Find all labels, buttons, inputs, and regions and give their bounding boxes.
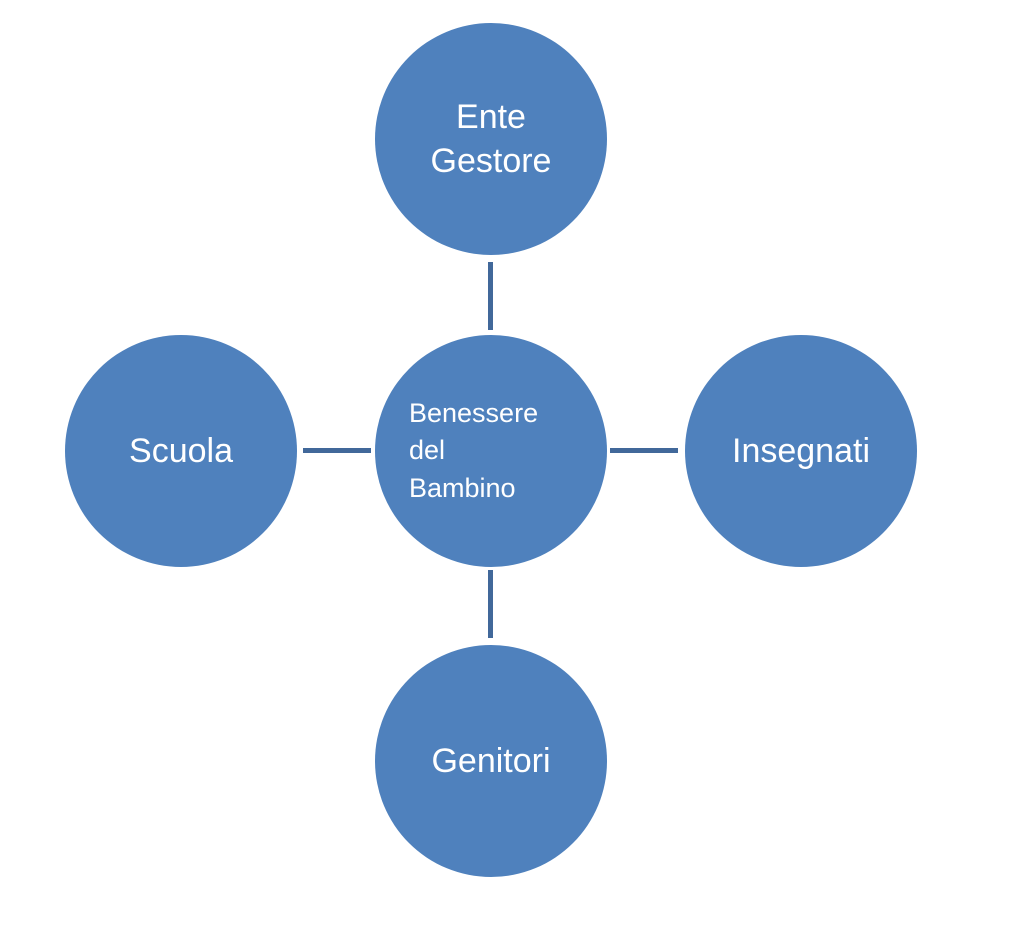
node-ente-gestore: Ente Gestore (375, 23, 607, 255)
node-benessere-del-bambino: Benessere del Bambino (375, 335, 607, 567)
connector-left (303, 448, 371, 453)
connector-right (610, 448, 678, 453)
node-label: Ente Gestore (431, 95, 552, 183)
node-label: Genitori (431, 741, 551, 780)
node-scuola: Scuola (65, 335, 297, 567)
node-label-line: Benessere (409, 398, 539, 429)
node-label: Benessere del Bambino (375, 395, 607, 507)
node-genitori: Genitori (375, 645, 607, 877)
connector-bottom (488, 570, 493, 638)
node-label-line: del (409, 435, 446, 466)
node-label-line: Gestore (430, 142, 552, 180)
node-label-line: Ente (456, 97, 526, 136)
node-label: Scuola (129, 431, 233, 470)
node-label: Insegnati (732, 431, 870, 470)
node-insegnati: Insegnati (685, 335, 917, 567)
node-label-line: Bambino (409, 472, 516, 503)
connector-top (488, 262, 493, 330)
